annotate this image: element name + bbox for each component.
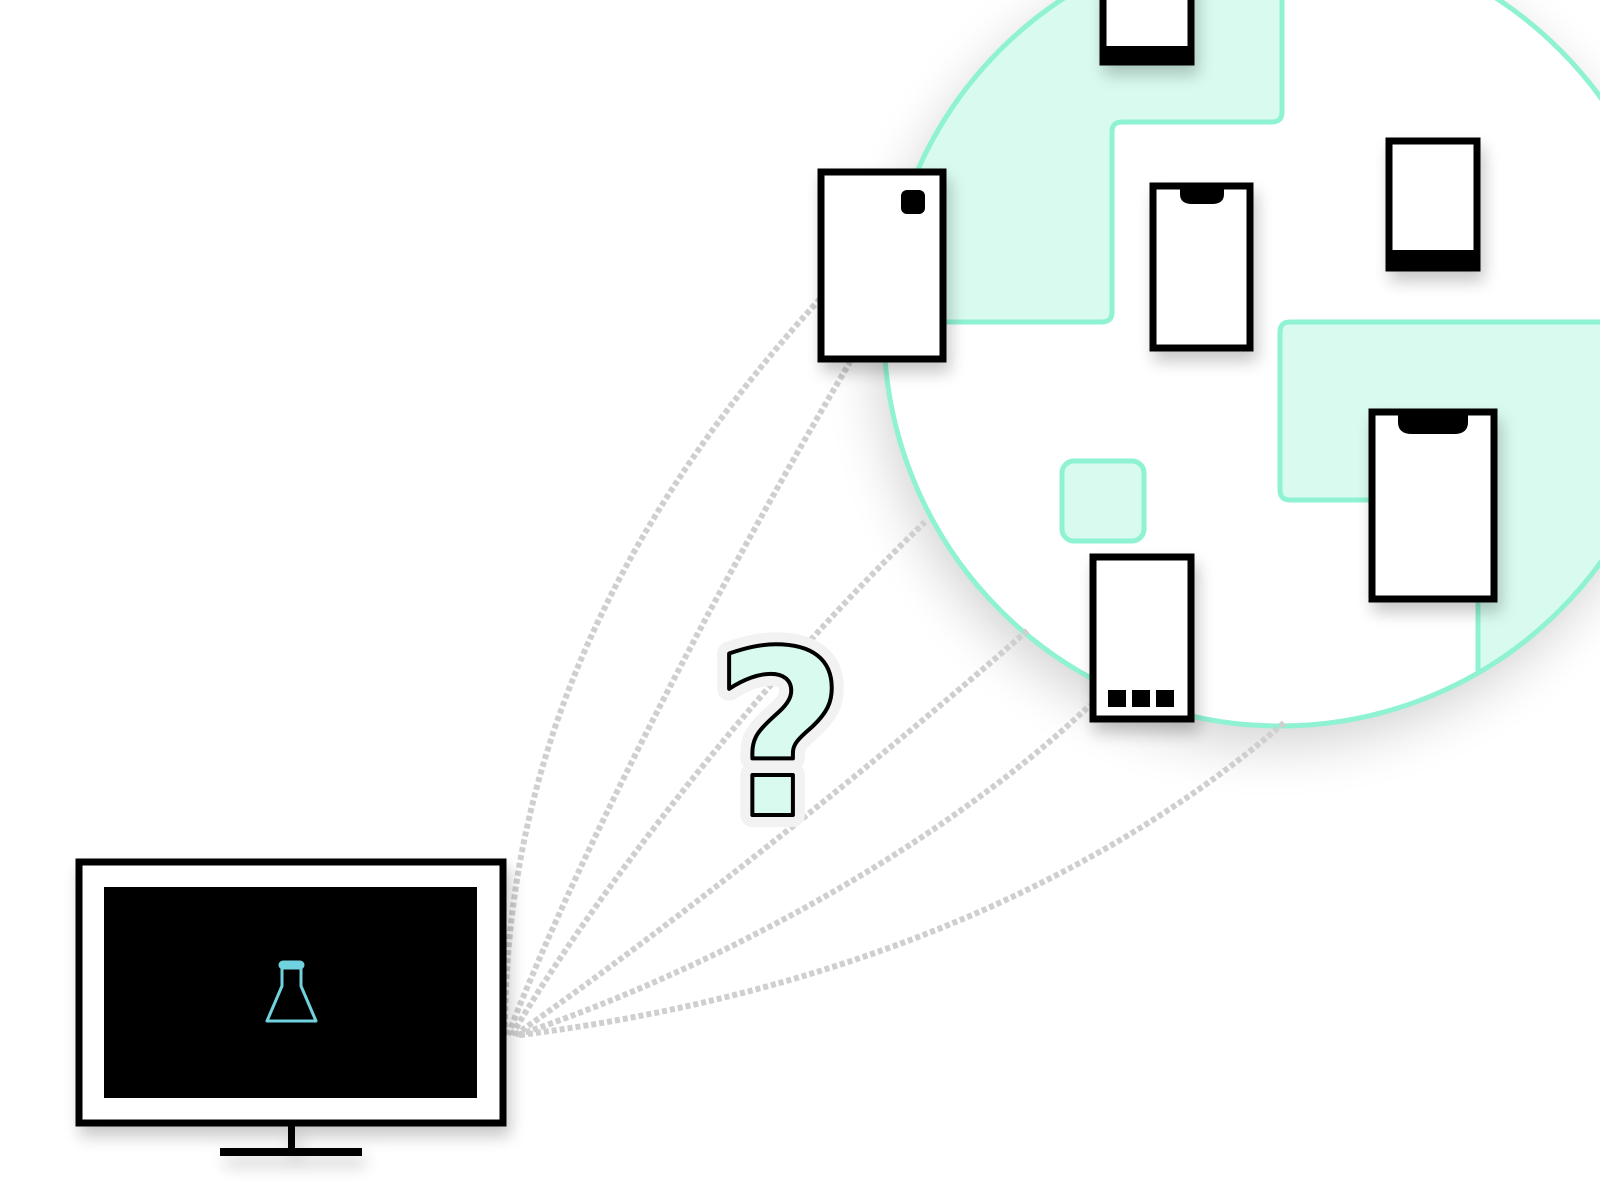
nav-button-icon bbox=[1108, 690, 1126, 707]
tablet-device[interactable] bbox=[817, 168, 947, 363]
monitor-screen bbox=[104, 887, 477, 1098]
monitor-stand-neck bbox=[288, 1123, 295, 1153]
notch-icon bbox=[1398, 412, 1468, 434]
phone-device[interactable] bbox=[1149, 182, 1254, 352]
pool-region-small bbox=[1059, 458, 1147, 544]
question-mark-glyph: ? bbox=[713, 603, 846, 870]
connector-line bbox=[519, 719, 1287, 1038]
nav-button-icon bbox=[1156, 690, 1174, 707]
monitor[interactable] bbox=[75, 858, 507, 1156]
monitor-stand-base bbox=[220, 1148, 362, 1156]
device-pool bbox=[881, 0, 1600, 729]
flask-icon bbox=[265, 960, 318, 1023]
question-mark: ? ? bbox=[701, 591, 858, 882]
devices bbox=[817, 0, 1498, 723]
phone-device[interactable] bbox=[1099, 0, 1195, 66]
bottom-bar-icon bbox=[1100, 46, 1194, 64]
phone-device[interactable] bbox=[1368, 408, 1498, 603]
connector-lines bbox=[502, 285, 1287, 1038]
notch-icon bbox=[1180, 186, 1224, 204]
connector-line bbox=[509, 519, 928, 1037]
connector-line bbox=[505, 360, 853, 1037]
nav-button-icon bbox=[1132, 690, 1150, 707]
connector-line bbox=[513, 627, 1030, 1038]
camera-dot-icon bbox=[901, 190, 925, 214]
connector-line bbox=[517, 702, 1093, 1038]
phone-device[interactable] bbox=[1089, 553, 1195, 723]
question-mark-halo: ? bbox=[713, 603, 846, 870]
connector-line bbox=[502, 285, 833, 1036]
bottom-bar-icon bbox=[1386, 250, 1480, 270]
phone-device[interactable] bbox=[1385, 137, 1481, 272]
